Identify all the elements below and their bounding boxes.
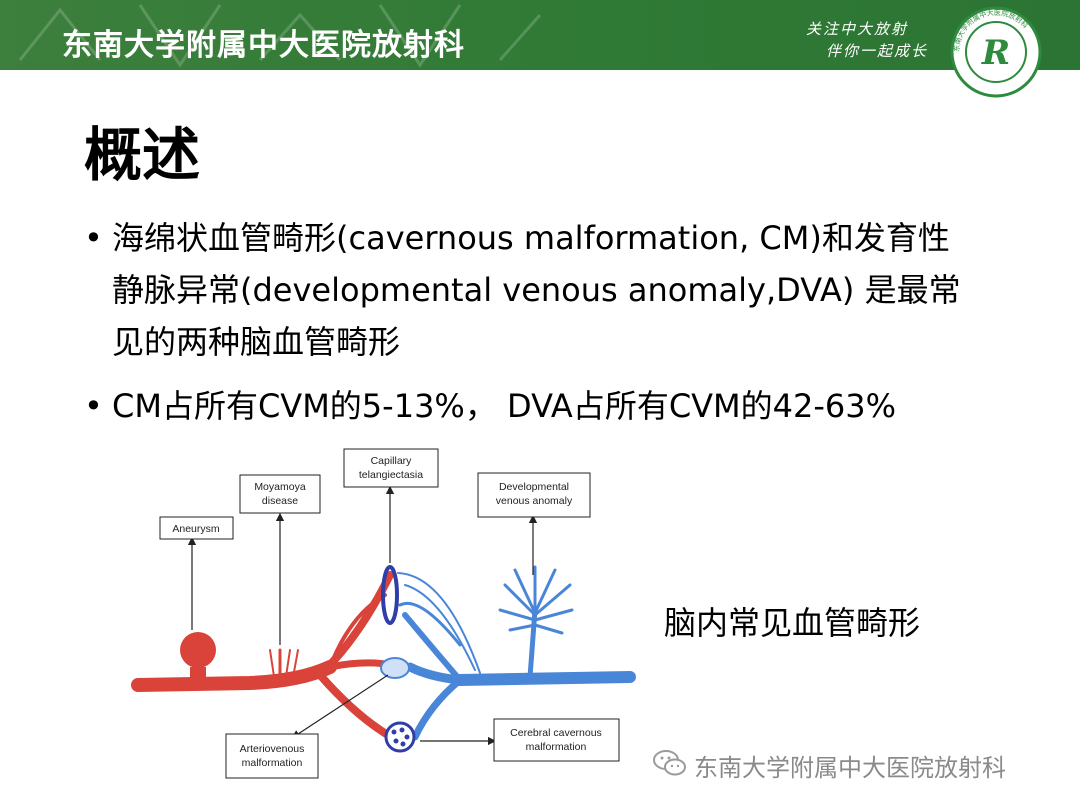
- label-cavernous-malformation: Cerebral cavernous: [510, 727, 602, 739]
- aneurysm-sac: [180, 632, 216, 668]
- label-developmental-venous-anomaly: venous anomaly: [496, 495, 573, 507]
- vascular-malformation-diagram: Aneurysm Moyamoya disease Capillary tela…: [131, 448, 636, 779]
- artery-network: [131, 571, 396, 739]
- bullet-text-line: 海绵状血管畸形(cavernous malformation, CM)和发育性: [112, 219, 950, 257]
- wechat-icon: [653, 750, 686, 776]
- watermark-text: 东南大学附属中大医院放射科: [694, 754, 1006, 782]
- label-aneurysm: Aneurysm: [172, 523, 220, 535]
- banner-pattern: [18, 4, 542, 68]
- bullet-text-line: 静脉异常(developmental venous anomaly,DVA) 是…: [112, 271, 961, 309]
- bullet-text-line: CM占所有CVM的5-13%， DVA占所有CVM的42-63%: [112, 387, 897, 425]
- avm-nidus: [380, 657, 410, 679]
- label-moyamoya: Moyamoya: [254, 481, 306, 493]
- figure-caption: 脑内常见血管畸形: [664, 604, 921, 642]
- cavernous-malformation-lesion: [384, 721, 416, 753]
- institution-title: 东南大学附属中大医院放射科: [62, 28, 465, 63]
- label-developmental-venous-anomaly: Developmental: [499, 481, 569, 493]
- slogan-line-2: 伴你一起成长: [826, 42, 929, 60]
- vein-network: [397, 565, 636, 741]
- label-avm: Arteriovenous: [240, 743, 305, 755]
- logo-letter: R: [981, 33, 1010, 73]
- label-capillary-telangiectasia: Capillary: [371, 455, 413, 467]
- label-cavernous-malformation: malformation: [526, 741, 587, 753]
- capillary-telangiectasia-lesion: [381, 565, 399, 625]
- bullet-dot: •: [84, 387, 103, 425]
- label-avm: malformation: [242, 757, 303, 769]
- label-capillary-telangiectasia: telangiectasia: [359, 469, 423, 481]
- bullet-text-line: 见的两种脑血管畸形: [112, 323, 401, 361]
- label-moyamoya: disease: [262, 495, 298, 507]
- header-banner: 东南大学附属中大医院放射科 关注中大放射 伴你一起成长: [0, 0, 1080, 70]
- hospital-logo: 东南大学附属中大医院放射科 R: [950, 6, 1042, 98]
- bullet-dot: •: [84, 219, 103, 257]
- slogan-line-1: 关注中大放射: [806, 20, 909, 38]
- slide-title: 概述: [84, 121, 201, 189]
